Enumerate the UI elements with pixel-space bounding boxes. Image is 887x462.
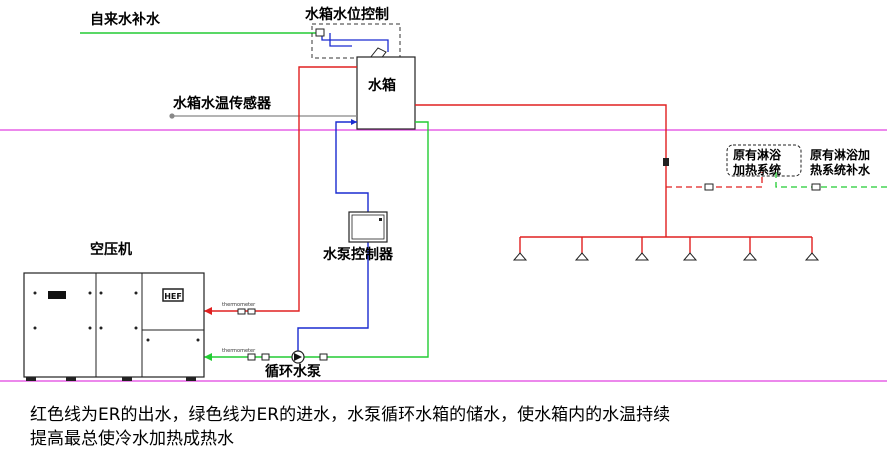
cold-inlet-pipe <box>203 121 429 358</box>
branch-valve-icon <box>663 158 669 166</box>
outlet-arrow-icon <box>204 307 212 315</box>
makeup-valve-icon <box>811 183 821 191</box>
caption: 红色线为ER的出水，绿色线为ER的进水，水泵循环水箱的储水，使水箱内的水温持续 … <box>30 403 880 451</box>
label-line: 加热系统 <box>732 162 781 177</box>
circulation-pump-icon <box>291 350 305 364</box>
vent-icon <box>48 291 66 299</box>
inlet-valves <box>247 353 328 361</box>
compressor-badge: HEF <box>164 292 182 301</box>
level-valve-icon <box>315 28 325 37</box>
air-compressor: HEF <box>23 272 205 381</box>
existing-makeup-label: 原有淋浴加热系统补水 <box>810 147 871 177</box>
shower-head-icon <box>634 252 650 261</box>
circulation-pipe <box>297 121 369 357</box>
shower-heads <box>512 252 820 261</box>
existing-makeup-link <box>775 172 887 188</box>
existing-system-link <box>666 172 763 188</box>
level-control-label: 水箱水位控制 <box>305 6 389 23</box>
thermometer-in-label: thermometer <box>222 348 256 354</box>
pump-controller-box <box>348 211 388 243</box>
inlet-arrow-icon <box>204 353 212 361</box>
shower-head-icon <box>804 252 820 261</box>
label-line: 热系统补水 <box>810 162 871 177</box>
caption-line-1: 红色线为ER的出水，绿色线为ER的进水，水泵循环水箱的储水，使水箱内的水温持续 <box>30 405 671 425</box>
pump-controller-label: 水泵控制器 <box>323 246 394 263</box>
outlet-valves <box>237 308 256 315</box>
shower-head-icon <box>574 252 590 261</box>
compressor-badge-box <box>162 288 184 302</box>
tap-water-label: 自来水补水 <box>90 11 161 28</box>
shower-head-icon <box>742 252 758 261</box>
temp-sensor-line <box>169 113 357 119</box>
existing-heating-box <box>726 144 802 177</box>
shower-head-icon <box>682 252 698 261</box>
existing-heating-label: 原有淋浴加热系统 <box>732 147 782 177</box>
sensor-probe-icon <box>169 113 175 119</box>
existing-link-valve-icon <box>704 183 714 191</box>
label-line: 原有淋浴加 <box>810 147 870 162</box>
shower-head-icon <box>512 252 528 261</box>
floor-lines <box>0 129 887 382</box>
tank-outlet-pipe <box>415 104 813 253</box>
caption-line-2: 提高最总使冷水加热成热水 <box>30 429 234 449</box>
circulation-pump-label: 循环水泵 <box>265 363 321 380</box>
tank-inlet-arrow-icon <box>351 119 357 125</box>
air-compressor-label: 空压机 <box>90 241 132 258</box>
level-control-box <box>311 23 401 59</box>
water-tank-label: 水箱 <box>368 77 396 94</box>
thermometer-out-label: thermometer <box>222 302 256 308</box>
water-tank <box>356 56 416 130</box>
temp-sensor-label: 水箱水温传感器 <box>173 95 272 112</box>
label-line: 原有淋浴 <box>733 147 782 162</box>
